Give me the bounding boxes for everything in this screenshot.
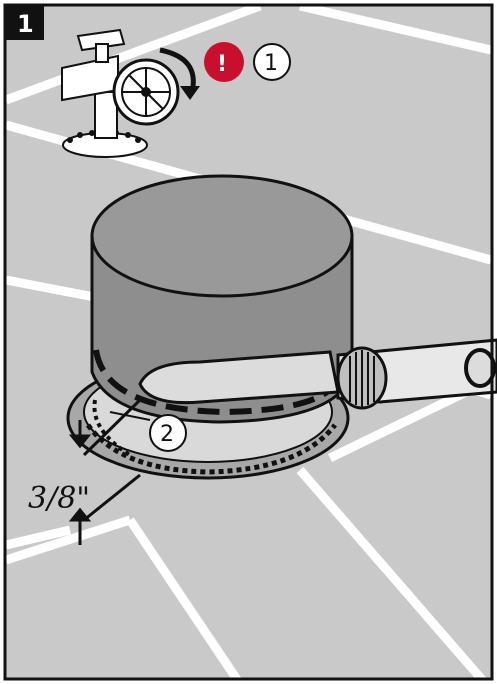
measurement-label: 3/8" <box>28 481 90 516</box>
callout-1: 1 <box>253 43 291 81</box>
step-number: 1 <box>17 10 34 38</box>
tool-handle-icon <box>138 338 497 410</box>
warning-icon: ! <box>204 42 244 82</box>
panel-border <box>3 3 494 681</box>
water-valve-icon <box>61 28 180 158</box>
measurement-arrows <box>68 398 142 545</box>
step-badge: 1 <box>6 6 44 40</box>
warning-symbol: ! <box>217 52 227 77</box>
callout-2: 2 <box>109 411 187 452</box>
callout-1-number: 1 <box>264 51 278 76</box>
rotation-arrow-icon <box>159 47 200 100</box>
callout-2-number: 2 <box>160 422 174 447</box>
